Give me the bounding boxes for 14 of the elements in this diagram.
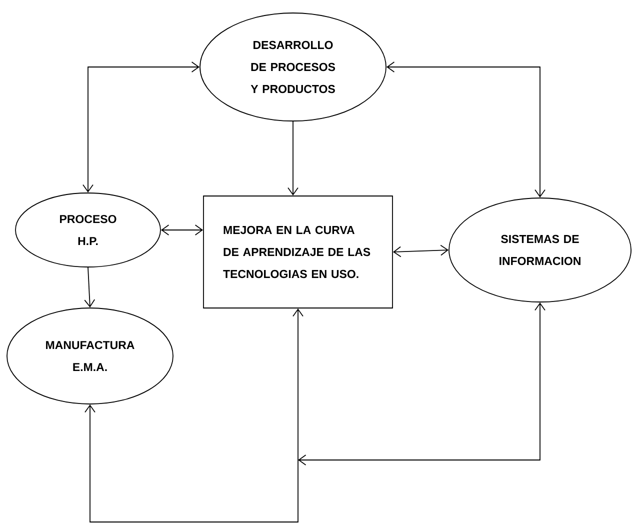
arrow (84, 267, 96, 308)
arrow (82, 62, 200, 193)
arrow (160, 224, 204, 236)
arrow (392, 244, 449, 258)
arrow (386, 62, 546, 198)
process-box: MEJORA EN LA CURVA DE APRENDIZAJE DE LAS TECNOLOGIAS EN USO. (203, 196, 393, 308)
ellipse-node: DESARROLLO DE PROCESOS Y PRODUCTOS (200, 12, 386, 122)
ellipse-node: MANUFACTURA E.M.A. (6, 308, 174, 404)
arrow (298, 302, 546, 466)
arrow (288, 121, 298, 196)
ellipse-node: SISTEMAS DE INFORMACION (448, 198, 632, 302)
arrow (292, 308, 304, 460)
ellipse-node: PROCESO H.P. (15, 192, 161, 268)
arrow (84, 404, 298, 522)
